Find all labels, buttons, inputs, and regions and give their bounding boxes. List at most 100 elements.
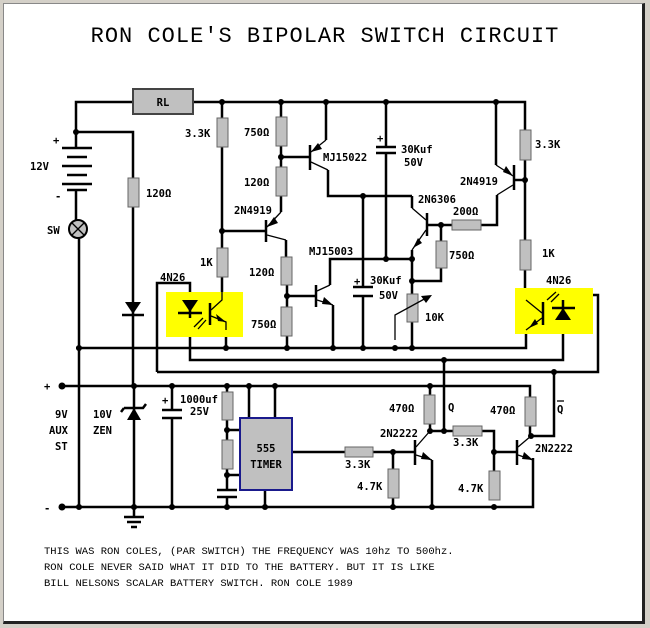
- resistor-3.3k-a-label: 3.3K: [185, 128, 211, 140]
- cap2-value: 30Kuf: [370, 275, 402, 287]
- diagram-title: RON COLE'S BIPOLAR SWITCH CIRCUIT: [91, 24, 560, 49]
- resistor-3.3k-right-label: 3.3K: [535, 139, 561, 151]
- note-line: THIS WAS RON COLES, (PAR SWITCH) THE FRE…: [44, 546, 454, 558]
- capacitor-30kuf-bottom: + 30Kuf 50V: [353, 275, 402, 302]
- zener-diode-10v: 10V ZEN: [93, 403, 147, 437]
- cap1-plus: +: [377, 133, 383, 145]
- resistor-120-a: [275, 166, 288, 197]
- q-2n4919-left-label: 2N4919: [234, 205, 272, 217]
- timer-555: 555 TIMER: [239, 417, 293, 491]
- transistor-2n2222-right: 2N2222: [515, 435, 573, 465]
- timer-capacitor: [217, 488, 237, 499]
- transistor-2n2222-left: 2N2222: [380, 428, 433, 465]
- resistor-470-1-label: 470Ω: [389, 403, 414, 415]
- resistor-750-a: [275, 116, 288, 147]
- resistor-1k-right-label: 1K: [542, 248, 555, 260]
- resistor-4.7k-2-label: 4.7K: [458, 483, 484, 495]
- q-bar-output-label: Q: [557, 400, 564, 416]
- resistor-1k-left: [216, 247, 229, 278]
- resistor-120-b-label: 120Ω: [249, 267, 274, 279]
- resistor-120-a-label: 120Ω: [244, 177, 269, 189]
- opto-right-label: 4N26: [546, 275, 571, 287]
- q-2n2222-right-label: 2N2222: [535, 443, 573, 455]
- q-2n4919-right-label: 2N4919: [460, 176, 498, 188]
- optocoupler-4n26-right: 4N26: [515, 275, 593, 334]
- junction-dots-upper: [73, 99, 557, 375]
- aux-aux-label: AUX: [49, 425, 69, 437]
- resistor-470-1: [423, 394, 436, 425]
- resistor-1k-left-label: 1K: [200, 257, 213, 269]
- timer-resistor-1: [221, 391, 234, 421]
- cap3-value: 1000uf: [180, 394, 218, 406]
- resistor-4.7k-1: [387, 468, 400, 499]
- battery-minus-label: -: [55, 191, 61, 203]
- timer-resistor-2: [221, 439, 234, 470]
- battery-12v: + - 12V: [30, 135, 92, 203]
- pot-10k-label: 10K: [425, 312, 445, 324]
- resistor-200-label: 200Ω: [453, 206, 478, 218]
- zener-voltage-label: 10V: [93, 409, 113, 421]
- mj15022-label: MJ15022: [323, 152, 367, 164]
- timer-label: TIMER: [250, 459, 282, 471]
- cap3-plus: +: [162, 395, 168, 407]
- q-output-label: Q: [448, 402, 454, 414]
- resistor-3.3k-right: [519, 129, 532, 161]
- resistor-4.7k-1-label: 4.7K: [357, 481, 383, 493]
- resistor-3.3k-b2-label: 3.3K: [453, 437, 479, 449]
- cap2-plus: +: [354, 276, 360, 288]
- resistor-3.3k-b1-label: 3.3K: [345, 459, 371, 471]
- optocoupler-4n26-left: 4N26: [160, 272, 243, 337]
- resistor-750-b: [280, 306, 293, 337]
- resistor-750-b-label: 750Ω: [251, 319, 276, 331]
- note-line: RON COLE NEVER SAID WHAT IT DID TO THE B…: [44, 562, 435, 574]
- aux-plus: +: [44, 381, 50, 393]
- cap3-voltage: 25V: [190, 406, 210, 418]
- resistor-750-c-label: 750Ω: [449, 250, 474, 262]
- resistor-750-a-label: 750Ω: [244, 127, 269, 139]
- resistor-120-left: [127, 177, 140, 208]
- mj15003-label: MJ15003: [309, 246, 353, 258]
- potentiometer-10k: 10K: [394, 293, 445, 340]
- resistor-3.3k-a: [216, 117, 229, 148]
- resistor-470-2: [524, 396, 537, 427]
- aux-9v-label: 9V: [55, 409, 68, 421]
- transistor-2n4919-right: 2N4919: [460, 164, 516, 196]
- resistor-1k-right: [519, 239, 532, 271]
- transistor-2n4919-left: 2N4919: [234, 205, 287, 242]
- capacitor-30kuf-top: + 30Kuf 50V: [376, 133, 433, 169]
- opto-left-label: 4N26: [160, 272, 185, 284]
- q-2n2222-left-label: 2N2222: [380, 428, 418, 440]
- load-resistor-rl: RL: [132, 88, 194, 115]
- timer-555-label: 555: [257, 443, 276, 455]
- battery-voltage-label: 12V: [30, 161, 50, 173]
- aux-minus: -: [44, 503, 50, 515]
- q-2n6306-label: 2N6306: [418, 194, 456, 206]
- transistor-2n6306: 2N6306: [411, 194, 456, 251]
- cap1-voltage: 50V: [404, 157, 424, 169]
- resistor-200: [451, 219, 482, 231]
- resistor-120-b: [280, 256, 293, 286]
- notes: THIS WAS RON COLES, (PAR SWITCH) THE FRE…: [44, 546, 454, 590]
- aux-st-label: ST: [55, 441, 68, 453]
- junction-dots-lower: [58, 382, 534, 511]
- rl-label: RL: [157, 97, 170, 109]
- transistor-mj15022: MJ15022: [308, 139, 367, 171]
- capacitor-1000uf: + 1000uf 25V: [162, 394, 218, 420]
- aux-supply-labels: + - 9V AUX ST: [44, 381, 69, 515]
- resistor-3.3k-b2: [452, 425, 483, 437]
- ground-icon: [124, 515, 144, 529]
- transistor-mj15003: MJ15003: [309, 246, 353, 307]
- resistor-120-left-label: 120Ω: [146, 188, 171, 200]
- switch-label: SW: [47, 225, 60, 237]
- resistor-4.7k-2: [488, 470, 501, 501]
- cap2-voltage: 50V: [379, 290, 399, 302]
- cap1-value: 30Kuf: [401, 144, 433, 156]
- resistor-3.3k-b1: [344, 446, 374, 458]
- resistor-470-2-label: 470Ω: [490, 405, 515, 417]
- switch-lamp: SW: [47, 219, 88, 239]
- battery-plus-label: +: [53, 135, 59, 147]
- note-line: BILL NELSONS SCALAR BATTERY SWITCH. RON …: [44, 578, 353, 590]
- resistor-750-c: [435, 240, 448, 269]
